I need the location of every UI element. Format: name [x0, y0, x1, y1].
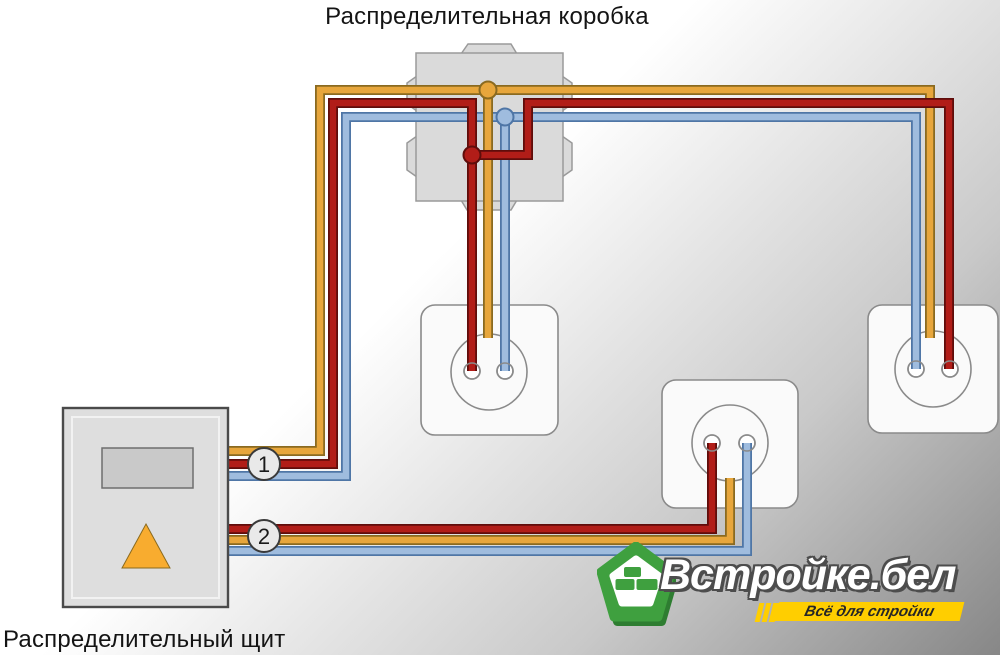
socket-2-hole-left-ring	[703, 434, 721, 452]
junction-dot-yellow	[478, 80, 498, 100]
socket-1-hole-right-ring	[496, 362, 514, 380]
cable-1-label: 1	[258, 452, 270, 477]
junction-dot-red	[462, 145, 482, 165]
junction-box-caption: Распределительная коробка	[325, 3, 649, 30]
panel-caption: Распределительный щит	[3, 626, 286, 653]
junction-dot-blue	[495, 107, 515, 127]
cable-2-badge: 2	[247, 519, 281, 553]
wire-blue	[228, 112, 921, 556]
wire-yellow	[228, 85, 935, 545]
socket-2-hole-right-ring	[738, 434, 756, 452]
cable-2-label: 2	[258, 524, 270, 549]
panel-display	[101, 447, 194, 489]
warning-triangle-icon	[121, 522, 171, 569]
socket-1-hole-left-ring	[463, 362, 481, 380]
panel-inner-frame	[71, 416, 220, 599]
socket-3-hole-right-ring	[941, 360, 959, 378]
cable-1-badge: 1	[247, 447, 281, 481]
distribution-panel	[61, 406, 230, 609]
wire-red	[228, 98, 954, 534]
panel-body	[61, 406, 230, 609]
socket-3-hole-left-ring	[907, 360, 925, 378]
